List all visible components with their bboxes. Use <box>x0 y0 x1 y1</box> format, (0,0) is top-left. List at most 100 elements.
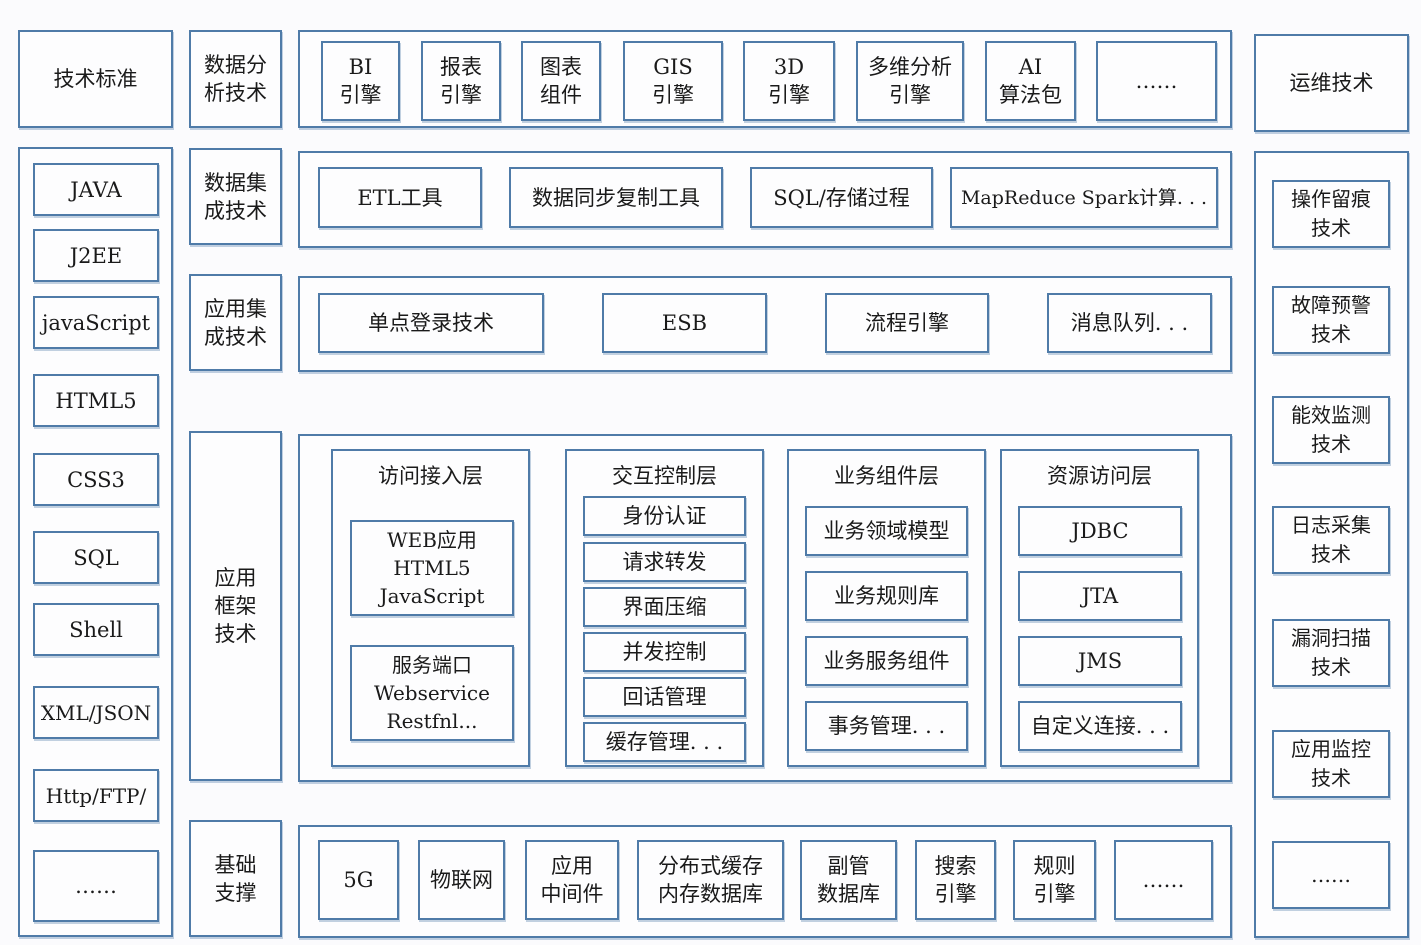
foundation-title-box <box>189 820 282 937</box>
left-header-panel <box>18 30 173 128</box>
integration-item-3-box <box>950 167 1218 228</box>
resource-item-0: JDBC <box>1071 519 1129 543</box>
app-integration-item-0: 单点登录技术 <box>368 311 494 335</box>
resource-item-1: JTA <box>1081 584 1119 608</box>
left-title: 技术标准 <box>53 67 138 91</box>
access-item-1-box <box>350 645 514 741</box>
analysis-item-1: 报表 引擎 <box>440 55 482 107</box>
right-item-4: 漏洞扫描 技术 <box>1291 626 1371 679</box>
app-integration-title-box <box>189 274 282 371</box>
foundation-item-1: 物联网 <box>430 868 493 892</box>
integration-item-1-box <box>509 167 723 228</box>
business-item-3: 事务管理. . . <box>827 714 946 738</box>
resource-item-2: JMS <box>1077 649 1123 673</box>
interaction-item-4-box <box>583 677 746 717</box>
left-item-6: Shell <box>69 617 123 642</box>
left-item-8-box <box>33 769 159 822</box>
integration-item-0: ETL工具 <box>357 185 443 210</box>
right-item-5: 应用监控 技术 <box>1291 737 1371 790</box>
interaction-item-4: 回话管理 <box>622 685 707 709</box>
analysis-item-6: AI 算法包 <box>999 55 1062 107</box>
analysis-item-6-box <box>985 41 1076 121</box>
left-item-4: CSS3 <box>67 467 125 492</box>
right-title: 运维技术 <box>1289 71 1374 95</box>
left-item-8: Http/FTP/ <box>45 783 147 808</box>
right-item-5-box <box>1272 730 1390 798</box>
analysis-item-2: 图表 组件 <box>540 55 582 107</box>
left-item-1: J2EE <box>69 243 123 268</box>
analysis-item-1-box <box>421 41 501 121</box>
integration-item-2: SQL/存储过程 <box>773 185 910 210</box>
analysis-item-2-box <box>521 41 601 121</box>
left-item-9: …… <box>75 874 117 898</box>
analysis-item-4: 3D 引擎 <box>768 55 810 107</box>
foundation-item-6: 规则 引擎 <box>1033 854 1076 906</box>
interaction-item-3: 并发控制 <box>622 640 707 664</box>
business-item-1: 业务规则库 <box>834 584 939 608</box>
resource-item-3-box <box>1018 701 1182 751</box>
resource-item-1-box <box>1018 571 1182 621</box>
foundation-item-5: 搜索 引擎 <box>934 854 977 906</box>
analysis-item-0: BI 引擎 <box>339 55 382 107</box>
foundation-item-5-box <box>915 840 996 920</box>
foundation-item-4: 副管 数据库 <box>817 854 880 906</box>
business-item-0: 业务领域模型 <box>823 519 950 543</box>
interaction-layer-title: 交互控制层 <box>612 464 717 488</box>
app-integration-item-2-box <box>825 293 989 353</box>
analysis-item-3: GIS 引擎 <box>652 55 694 107</box>
app-integration-item-3: 消息队列. . . <box>1070 311 1189 335</box>
resource-layer-title: 资源访问层 <box>1047 464 1152 488</box>
app-integration-item-1: ESB <box>661 311 708 335</box>
access-item-1: 服务端口 Webservice Restfnl... <box>374 653 490 733</box>
access-item-0-box <box>350 520 514 616</box>
access-item-0: WEB应用 HTML5 JavaScript <box>379 528 485 608</box>
business-item-2: 业务服务组件 <box>823 649 950 673</box>
right-item-0: 操作留痕 技术 <box>1291 187 1371 240</box>
foundation-item-6-box <box>1013 840 1096 920</box>
analysis-item-5: 多维分析 引擎 <box>868 55 952 107</box>
analysis-item-3-box <box>623 41 723 121</box>
business-layer-title: 业务组件层 <box>834 464 939 488</box>
app-integration-title: 应用集 成技术 <box>204 296 267 349</box>
interaction-item-5: 缓存管理. . . <box>605 730 724 754</box>
analysis-title: 数据分 析技术 <box>204 53 267 105</box>
left-item-1-box <box>33 229 159 282</box>
right-item-2: 能效监测 技术 <box>1291 403 1371 456</box>
interaction-item-0-box <box>583 496 746 536</box>
left-item-7: XML/JSON <box>40 700 152 725</box>
left-item-2: javaScript <box>41 310 151 335</box>
right-header-panel <box>1254 34 1409 132</box>
right-item-2-box <box>1272 396 1390 464</box>
foundation-title: 基础 支撑 <box>214 852 257 905</box>
business-item-3-box <box>805 701 968 751</box>
left-item-0-box <box>33 163 159 216</box>
interaction-item-1: 请求转发 <box>622 550 707 574</box>
right-item-1: 故障预警 技术 <box>1291 293 1371 346</box>
right-item-6: …… <box>1311 862 1351 887</box>
foundation-item-2-box <box>525 840 619 920</box>
business-item-0-box <box>805 506 968 556</box>
interaction-item-2-box <box>583 587 746 627</box>
foundation-item-7: …… <box>1142 868 1185 892</box>
foundation-item-7-box <box>1114 840 1213 920</box>
integration-item-1: 数据同步复制工具 <box>532 185 700 210</box>
analysis-item-4-box <box>743 41 835 121</box>
right-item-4-box <box>1272 619 1390 687</box>
analysis-title-box <box>189 30 282 128</box>
analysis-item-7-box <box>1096 41 1217 121</box>
foundation-item-3-box <box>637 840 784 920</box>
left-item-3-box <box>33 374 159 427</box>
foundation-item-0-box <box>318 840 399 920</box>
integration-title-box <box>189 148 282 245</box>
left-item-2-box <box>33 296 159 349</box>
app-integration-item-0-box <box>318 293 544 353</box>
left-item-3: HTML5 <box>55 388 137 413</box>
business-item-1-box <box>805 571 968 621</box>
left-item-6-box <box>33 603 159 656</box>
interaction-item-3-box <box>583 632 746 672</box>
integration-item-3: MapReduce Spark计算. . . <box>960 186 1208 209</box>
app-integration-item-1-box <box>602 293 767 353</box>
app-integration-item-3-box <box>1047 293 1212 353</box>
analysis-item-7: …… <box>1135 69 1178 93</box>
interaction-item-1-box <box>583 542 746 582</box>
